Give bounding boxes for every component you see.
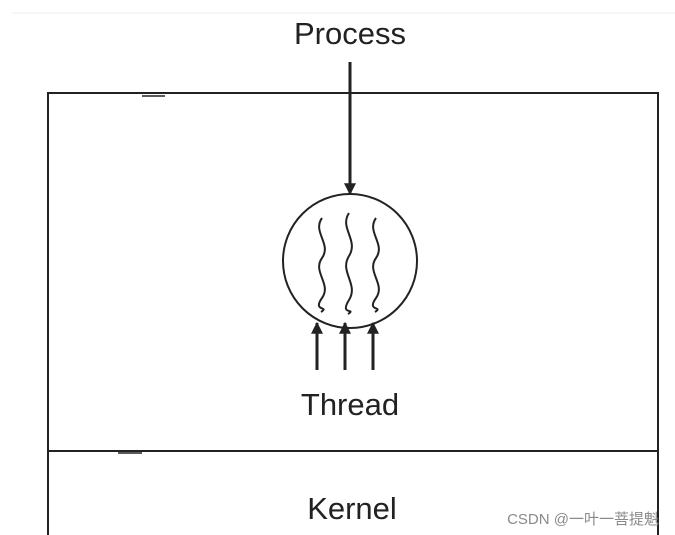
thread-label: Thread [300, 387, 400, 422]
thread-wave-1 [317, 217, 326, 313]
process-label: Process [294, 16, 406, 51]
thread-wave-2 [344, 212, 353, 315]
process-circle [282, 193, 418, 329]
kernel-space-box [47, 451, 659, 535]
csdn-watermark: CSDN @一叶一菩提魁 [507, 511, 659, 528]
user-space-box [47, 92, 659, 452]
thread-wave-3 [371, 217, 380, 313]
kernel-label: Kernel [307, 491, 397, 526]
